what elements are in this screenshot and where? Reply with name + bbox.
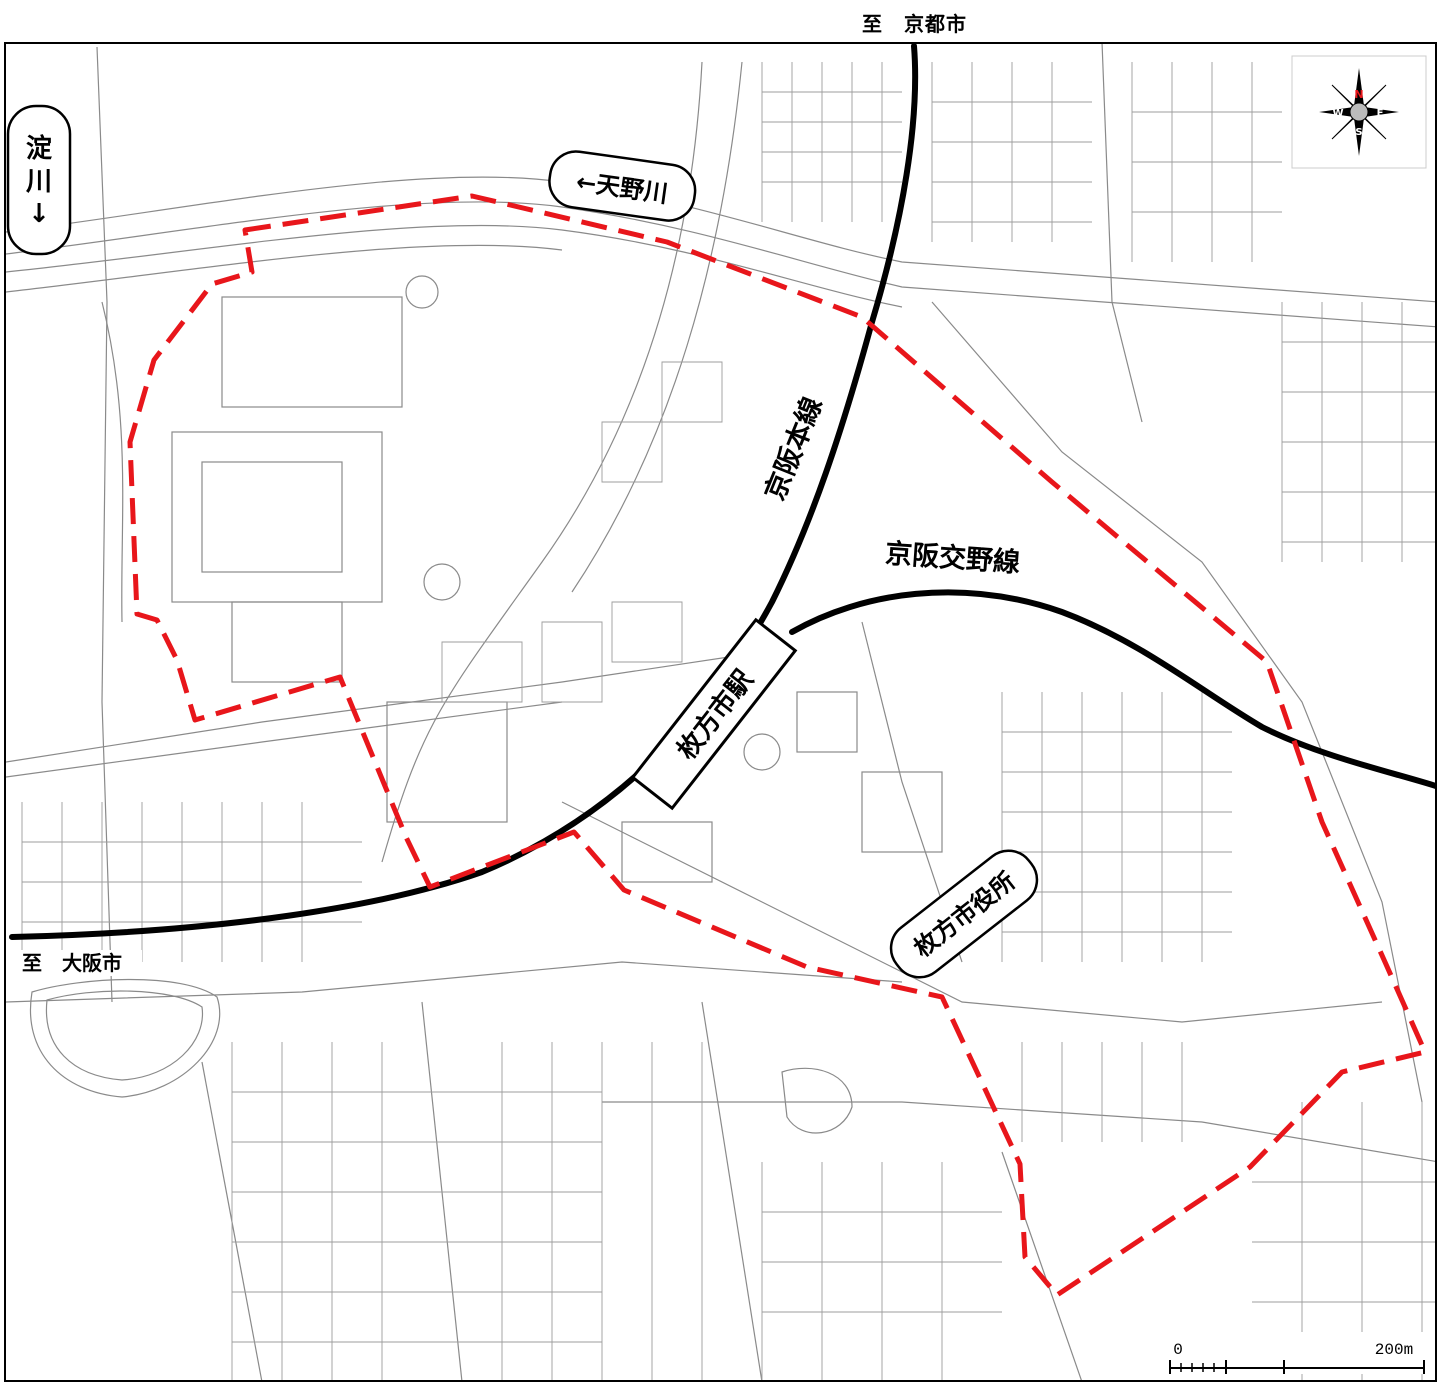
yodo-char-2: 川 — [26, 167, 52, 197]
osaka-label-bg — [18, 950, 142, 976]
scale-bar: 0 200m — [1162, 1332, 1430, 1374]
compass-rose-icon: N S E W — [1291, 55, 1427, 169]
direction-label-osaka: 至 大阪市 — [22, 951, 122, 975]
katano-line-label: 京阪交野線 — [884, 537, 1021, 578]
river-label-amano: ←天野川 — [548, 150, 697, 222]
scale-start-label: 0 — [1173, 1341, 1183, 1359]
map-frame[interactable]: 淀 川 ↓ ←天野川 京阪本線 京阪交野線 枚方市駅 枚方市役所 至 大阪市 N… — [4, 42, 1437, 1382]
railways — [9, 44, 1435, 940]
study-area-boundary — [127, 193, 1428, 1298]
katano-line — [789, 589, 1435, 789]
city-blocks — [21, 62, 1435, 1380]
yodo-char-1: 淀 — [26, 133, 53, 164]
map-svg[interactable]: 淀 川 ↓ ←天野川 京阪本線 京阪交野線 枚方市駅 枚方市役所 至 大阪市 N… — [6, 44, 1437, 1382]
compass-w: W — [1332, 108, 1343, 119]
station-hirakatashi[interactable]: 枚方市駅 — [630, 617, 798, 811]
direction-label-kyoto: 至 京都市 — [862, 12, 967, 36]
city-hall-label[interactable]: 枚方市役所 — [881, 840, 1048, 988]
compass-s: S — [1355, 127, 1362, 138]
scale-end-label: 200m — [1375, 1341, 1413, 1359]
compass-n: N — [1354, 88, 1363, 101]
compass-e: E — [1377, 108, 1384, 119]
yodo-char-3: ↓ — [28, 199, 50, 229]
river-label-yodo: 淀 川 ↓ — [6, 104, 72, 256]
